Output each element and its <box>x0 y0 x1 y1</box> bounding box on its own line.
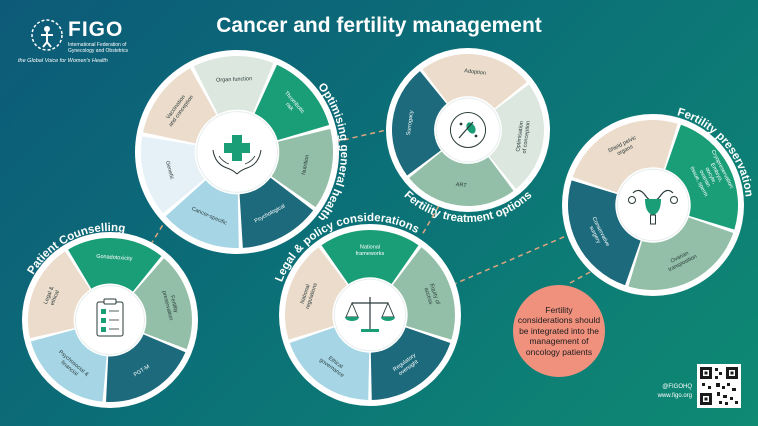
qr-code <box>697 364 741 408</box>
logo-subtitle: International Federation of <box>68 42 127 48</box>
wheel-legal-policy: Equity ofaccessRegulatoryoversightEthica… <box>273 212 461 406</box>
wheel-segment-psychosocial-financial <box>30 329 107 402</box>
logo-name: FIGO <box>68 18 124 41</box>
wheel-segment-label: Nutrition <box>301 154 311 175</box>
website-link[interactable]: www.figo.org <box>657 393 692 399</box>
wheel-segment-art <box>409 151 514 206</box>
wheel-segment-label: Organ function <box>216 76 252 83</box>
wheel-segment-ovarian-transposition <box>628 217 734 290</box>
wheel-segment-cancer-specific <box>165 180 239 248</box>
wheel-segment-psychological <box>239 177 314 248</box>
wheel-segment-cryopreservation-embryo-oocyte-ovarian-tissue-sperm <box>665 124 738 230</box>
clipboard-icon <box>96 298 124 337</box>
lab-icon <box>449 111 487 149</box>
wheel-segment-regulatory-oversight <box>370 327 451 400</box>
wheel-segment-organ-function <box>193 55 274 115</box>
wheel-segment-label: Adoption <box>464 68 486 77</box>
wheel-segment-label: Surrogacy <box>406 110 415 136</box>
wheel-segment-conservative-surgery <box>568 180 641 286</box>
wheel-segment-label: Optimisationof conception <box>515 120 531 154</box>
wheel-segment-adoption <box>422 54 527 109</box>
figo-emblem-icon <box>31 19 63 51</box>
scales-icon <box>345 297 395 332</box>
page-title: Cancer and fertility management <box>216 14 542 37</box>
wheel-segment-gonadotoxicity <box>68 237 162 292</box>
callout-bubble: Fertility considerations should be integ… <box>513 285 605 377</box>
uterus-icon <box>628 189 678 225</box>
wheel-segment-optimisation-of-conception <box>489 84 545 189</box>
wheel-segment-label: Gonadotoxicity <box>96 254 133 263</box>
hands-icon <box>212 135 262 175</box>
logo-subtitle: Gynecology and Obstetrics <box>68 48 129 54</box>
qr-code-icon <box>700 367 738 405</box>
wheel-segment-label: Genetic <box>164 160 175 180</box>
social-info: @FIGOHQ www.figo.org <box>626 383 692 401</box>
wheel-segment-nutrition <box>271 128 333 208</box>
wheel-segment-surrogacy <box>392 71 447 176</box>
social-handle: @FIGOHQ <box>662 384 692 390</box>
wheel-segment-pgt-m <box>105 334 186 402</box>
wheel-general-health: Organ functionThromboticriskNutritionPsy… <box>135 50 350 254</box>
wheel-fertility-preservation: Cryopreservation:Embryo,oocyte,ovarianti… <box>562 106 755 296</box>
wheel-segment-shield-pelvic-organs <box>572 120 678 193</box>
wheel-segment-equity-of-access <box>392 247 455 340</box>
logo-tagline: the Global Voice for Women's Health <box>18 58 108 64</box>
wheel-segment-thrombotic-risk <box>254 64 330 141</box>
wheel-segment-vaccination-and-conception <box>143 68 217 144</box>
wheel-segment-label: ART <box>455 182 467 189</box>
wheel-segment-national-frameworks <box>321 230 419 285</box>
wheel-segment-legal-ethical <box>28 251 91 339</box>
wheel-segment-national-regulations <box>285 247 348 340</box>
wheel-patient-counselling: GonadotoxicityFertilitypreservationPGT-M… <box>22 222 198 408</box>
wheel-segment-genetic <box>141 136 205 214</box>
wheel-segment-ethical-governance <box>289 327 370 400</box>
wheel-segment-label: Cryopreservation:Embryo,oocyte,ovarianti… <box>686 149 735 203</box>
wheel-segment-fertility-preservation <box>134 258 192 350</box>
